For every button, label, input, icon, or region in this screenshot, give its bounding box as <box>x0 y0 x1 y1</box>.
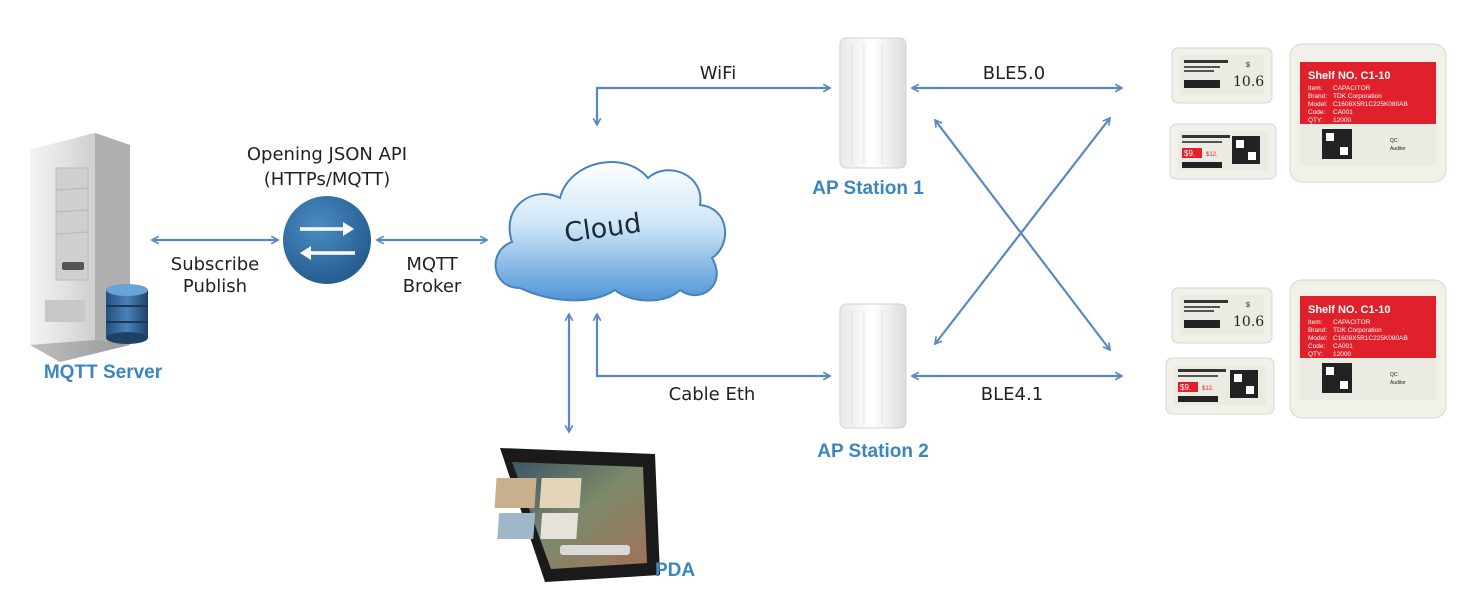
tag-auditor: Auditor <box>1390 380 1406 386</box>
tag-row-qty-key: QTY: <box>1308 351 1323 358</box>
tag-large-title: Shelf NO. C1-10 <box>1308 70 1391 82</box>
tag-old-price: $12. <box>1202 386 1214 392</box>
cable-eth-label: Cable Eth <box>669 384 756 405</box>
tag-qc: QC: <box>1390 372 1399 378</box>
tag-row-item-val: CAPACITOR <box>1333 85 1371 92</box>
esl-tag-small-2: $ 10.6 <box>1171 287 1273 344</box>
tag-currency: $ <box>1246 302 1250 309</box>
mqtt-server-label: MQTT Server <box>44 362 163 383</box>
tag-auditor: Auditor <box>1390 146 1406 152</box>
tag-row-item-key: Item: <box>1308 85 1323 92</box>
tag-old-price: $12. <box>1206 152 1218 158</box>
tag-row-qty-key: QTY: <box>1308 117 1323 124</box>
mqtt-label: MQTT <box>406 254 458 275</box>
api-label-line1: Opening JSON API <box>247 144 407 165</box>
tablet-icon <box>494 448 660 582</box>
cloud-icon <box>494 161 727 302</box>
publish-label: Publish <box>183 276 247 297</box>
database-icon <box>106 284 148 344</box>
ble41-label: BLE4.1 <box>981 384 1043 405</box>
ap-station-1-device <box>839 37 907 169</box>
esl-tag-red-1: $9. $12. <box>1169 123 1277 180</box>
tag-qc: QC: <box>1390 138 1399 144</box>
tag-row-model-val: C1608X5R1C225K080AB <box>1333 101 1408 108</box>
tag-row-code-key: Code: <box>1308 109 1326 116</box>
arrow-wifi <box>597 88 830 125</box>
ble50-label: BLE5.0 <box>983 63 1045 84</box>
subscribe-label: Subscribe <box>171 254 259 275</box>
ap-station-2-device <box>839 303 907 429</box>
tag-row-brand-key: Brand: <box>1308 327 1327 334</box>
arrow-cable-eth <box>597 314 830 376</box>
esl-tag-large-2: Shelf NO. C1-10 Item: CAPACITOR Brand: T… <box>1289 279 1447 419</box>
wifi-label: WiFi <box>700 63 736 84</box>
tag-row-brand-val: TDK Corporation <box>1333 327 1382 334</box>
tag-row-model-key: Model: <box>1308 335 1328 342</box>
tag-row-item-val: CAPACITOR <box>1333 319 1371 326</box>
esl-tag-large-1: Shelf NO. C1-10 Item: CAPACITOR Brand: T… <box>1289 43 1447 183</box>
tag-large-title: Shelf NO. C1-10 <box>1308 304 1391 316</box>
ap-station-2-label: AP Station 2 <box>817 441 929 462</box>
tag-row-brand-key: Brand: <box>1308 93 1327 100</box>
tag-row-brand-val: TDK Corporation <box>1333 93 1382 100</box>
esl-tag-red-2: $9. $12. <box>1165 357 1275 415</box>
tag-row-qty-val: 12000 <box>1333 351 1351 358</box>
arrow-ap2-tags1 <box>935 118 1110 344</box>
broker-label: Broker <box>403 276 462 297</box>
server-icon <box>30 133 130 362</box>
tag-row-code-val: CA001 <box>1333 109 1353 116</box>
api-label-line2: (HTTPs/MQTT) <box>264 169 391 190</box>
tag-currency: $ <box>1246 62 1250 69</box>
router-icon <box>283 196 371 284</box>
tag-row-model-val: C1608X5R1C225K080AB <box>1333 335 1408 342</box>
ap-station-1-label: AP Station 1 <box>812 178 924 199</box>
tag-red-price: $9. <box>1184 149 1195 158</box>
esl-tag-small-1: $ 10.6 <box>1171 47 1273 104</box>
tag-row-code-val: CA001 <box>1333 343 1353 350</box>
tag-row-item-key: Item: <box>1308 319 1323 326</box>
tag-price: 10.6 <box>1233 314 1264 330</box>
tag-price: 10.6 <box>1233 74 1264 90</box>
arrow-ap1-tags2 <box>935 120 1110 350</box>
tag-red-price: $9. <box>1180 383 1191 392</box>
tag-row-code-key: Code: <box>1308 343 1326 350</box>
tag-row-qty-val: 12000 <box>1333 117 1351 124</box>
tag-row-model-key: Model: <box>1308 101 1328 108</box>
pda-label: PDA <box>655 560 695 581</box>
